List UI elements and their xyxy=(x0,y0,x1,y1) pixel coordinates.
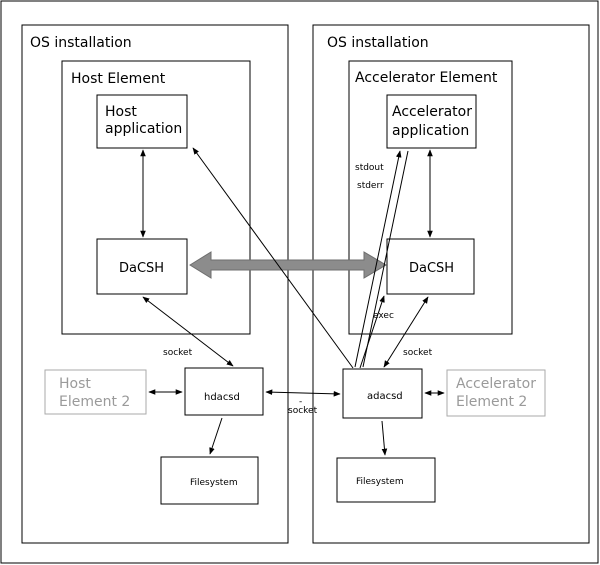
accelerator-element-box xyxy=(348,60,513,335)
socket-middle-label: socket xyxy=(288,406,318,416)
adacsd-box xyxy=(342,368,423,419)
host-dacsh-hdacsd-arrow xyxy=(142,296,234,367)
stderr-label: stderr xyxy=(357,181,384,191)
accelerator-application-box xyxy=(386,94,477,149)
accelerator-element-2-line1: Accelerator xyxy=(456,376,536,392)
adacsd-label: adacsd xyxy=(367,391,403,402)
hdacsd-filesystem-arrow xyxy=(209,417,223,455)
right-os-label: OS installation xyxy=(327,35,429,51)
socket-host-label: socket xyxy=(163,348,193,358)
accelerator-application-line1: Accelerator xyxy=(392,104,472,120)
host-filesystem-label: Filesystem xyxy=(190,478,238,488)
host-element-box xyxy=(61,60,251,335)
host-filesystem-box xyxy=(160,456,259,505)
host-element-2-box xyxy=(44,369,147,415)
accelerator-application-line2: application xyxy=(392,123,469,139)
hdacsd-label: hdacsd xyxy=(204,392,240,403)
dacsh-link-arrow xyxy=(189,251,387,279)
host-element-2-line2: Element 2 xyxy=(59,394,130,410)
exec-arrow xyxy=(359,295,385,369)
host-application-line1: Host xyxy=(105,104,137,120)
accelerator-filesystem-box xyxy=(336,457,436,503)
host-application-box xyxy=(96,94,188,149)
accelerator-filesystem-label: Filesystem xyxy=(356,477,404,487)
right-os-box xyxy=(312,24,590,544)
socket-accel-label: socket xyxy=(403,348,433,358)
host-element-label: Host Element xyxy=(71,71,166,87)
host-application-line2: application xyxy=(105,121,182,137)
adacsd-filesystem-arrow xyxy=(381,420,388,456)
stdout-arrow xyxy=(354,150,402,368)
accelerator-element-2-box xyxy=(446,369,546,417)
adacsd-host-app-arrow xyxy=(192,147,354,369)
hdacsd-box xyxy=(184,367,264,416)
accelerator-dacsh-label: DaCSH xyxy=(409,261,454,276)
stdout-label: stdout xyxy=(355,163,384,173)
exec-label: exec xyxy=(373,311,394,321)
dash-label: - xyxy=(299,397,302,407)
hdacsd-adacsd-arrow xyxy=(265,389,341,397)
stderr-line xyxy=(362,150,409,368)
host-dacsh-box xyxy=(96,238,188,295)
left-os-label: OS installation xyxy=(30,35,132,51)
accel-dacsh-adacsd-arrow xyxy=(383,296,429,368)
host-dacsh-label: DaCSH xyxy=(119,261,164,276)
left-os-box xyxy=(21,24,289,544)
accelerator-element-2-line2: Element 2 xyxy=(456,394,527,410)
accelerator-dacsh-box xyxy=(386,238,475,295)
accelerator-element-label: Accelerator Element xyxy=(355,70,498,86)
host-element-2-line1: Host xyxy=(59,376,91,392)
